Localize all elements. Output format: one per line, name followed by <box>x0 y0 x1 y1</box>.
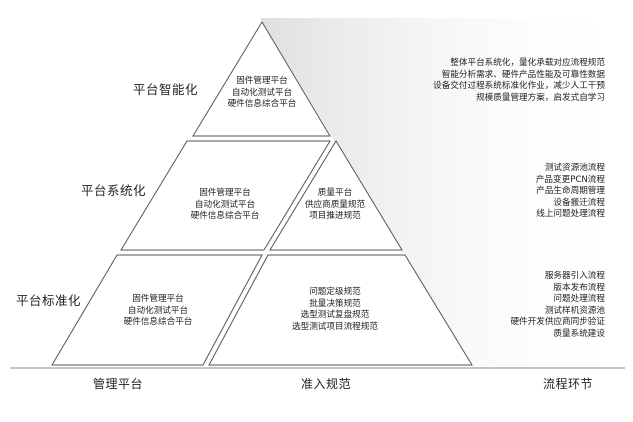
block-line: 硬件信息综合平台 <box>190 211 260 221</box>
bottom-right-block-text: 问题定级规范 批量决策规范 选型测试复盘规范 选型测试项目流程规范 <box>270 287 400 333</box>
block-line: 选型测试项目流程规范 <box>292 321 378 332</box>
top-block-text: 固件管理平台 自动化测试平台 硬件信息综合平台 <box>212 76 312 111</box>
block-line: 项目推进规范 <box>309 211 361 221</box>
middle-right-block-text: 质量平台 供应商质量规范 项目推进规范 <box>290 188 380 223</box>
description-line: 规模质量管理方案，启发式自学习 <box>476 92 605 103</box>
description-top: 整体平台系统化，量化承载对应流程规范 智能分析需求、硬件产品性能及可靠性数据 设… <box>433 58 605 104</box>
block-line: 固件管理平台 <box>236 76 288 86</box>
description-line: 产品变更PCN流程 <box>535 174 605 185</box>
description-line: 测试资源池流程 <box>544 163 605 173</box>
column-label-admission-spec: 准入规范 <box>300 377 351 391</box>
right-gradient-panel <box>260 18 633 368</box>
tier-middle-left-block <box>120 140 331 251</box>
tier-label-systematic: 平台系统化 <box>81 183 147 198</box>
column-label-management-platform: 管理平台 <box>92 377 143 391</box>
block-line: 自动化测试平台 <box>194 199 256 210</box>
block-line: 批量决策规范 <box>309 298 361 309</box>
description-line: 设备搬迁流程 <box>553 197 605 208</box>
description-line: 智能分析需求、硬件产品性能及可靠性数据 <box>441 69 605 80</box>
description-line: 整体平台系统化，量化承载对应流程规范 <box>450 58 605 68</box>
description-line: 测试样机资源池 <box>544 305 605 316</box>
block-line: 固件管理平台 <box>132 294 184 304</box>
bottom-left-block-text: 固件管理平台 自动化测试平台 硬件信息综合平台 <box>98 294 218 329</box>
description-line: 版本发布流程 <box>553 282 605 293</box>
block-line: 固件管理平台 <box>199 188 251 198</box>
description-line: 硬件开发供应商同步验证 <box>510 317 605 327</box>
tier-bottom-left-block <box>51 254 263 366</box>
block-line: 硬件信息综合平台 <box>123 317 193 327</box>
description-line: 设备交付过程系统标准化作业，减少人工干预 <box>433 81 605 91</box>
block-line: 问题定级规范 <box>309 287 361 297</box>
tier-middle-right-block <box>269 140 403 251</box>
block-line: 自动化测试平台 <box>231 87 293 98</box>
column-label-process-stages: 流程环节 <box>542 377 593 391</box>
tier-bottom-right-block <box>208 254 473 366</box>
block-line: 自动化测试平台 <box>127 305 189 316</box>
description-line: 服务器引入流程 <box>544 271 605 281</box>
description-middle: 测试资源池流程 产品变更PCN流程 产品生命周期管理 设备搬迁流程 线上问题处理… <box>536 163 605 221</box>
block-line: 供应商质量规范 <box>304 199 366 210</box>
block-line: 硬件信息综合平台 <box>227 99 297 109</box>
block-line: 质量平台 <box>317 188 353 198</box>
tier-label-intelligent: 平台智能化 <box>133 82 199 97</box>
tier-label-standardized: 平台标准化 <box>16 293 82 308</box>
middle-left-block-text: 固件管理平台 自动化测试平台 硬件信息综合平台 <box>165 188 285 223</box>
description-line: 质量系统建设 <box>553 328 605 339</box>
description-bottom: 服务器引入流程 版本发布流程 问题处理流程 测试样机资源池 硬件开发供应商同步验… <box>510 271 605 340</box>
description-line: 问题处理流程 <box>553 294 605 304</box>
description-line: 线上问题处理流程 <box>536 209 605 219</box>
block-line: 选型测试复盘规范 <box>300 310 370 320</box>
description-line: 产品生命周期管理 <box>536 186 605 196</box>
tier-top-triangle <box>192 21 331 137</box>
